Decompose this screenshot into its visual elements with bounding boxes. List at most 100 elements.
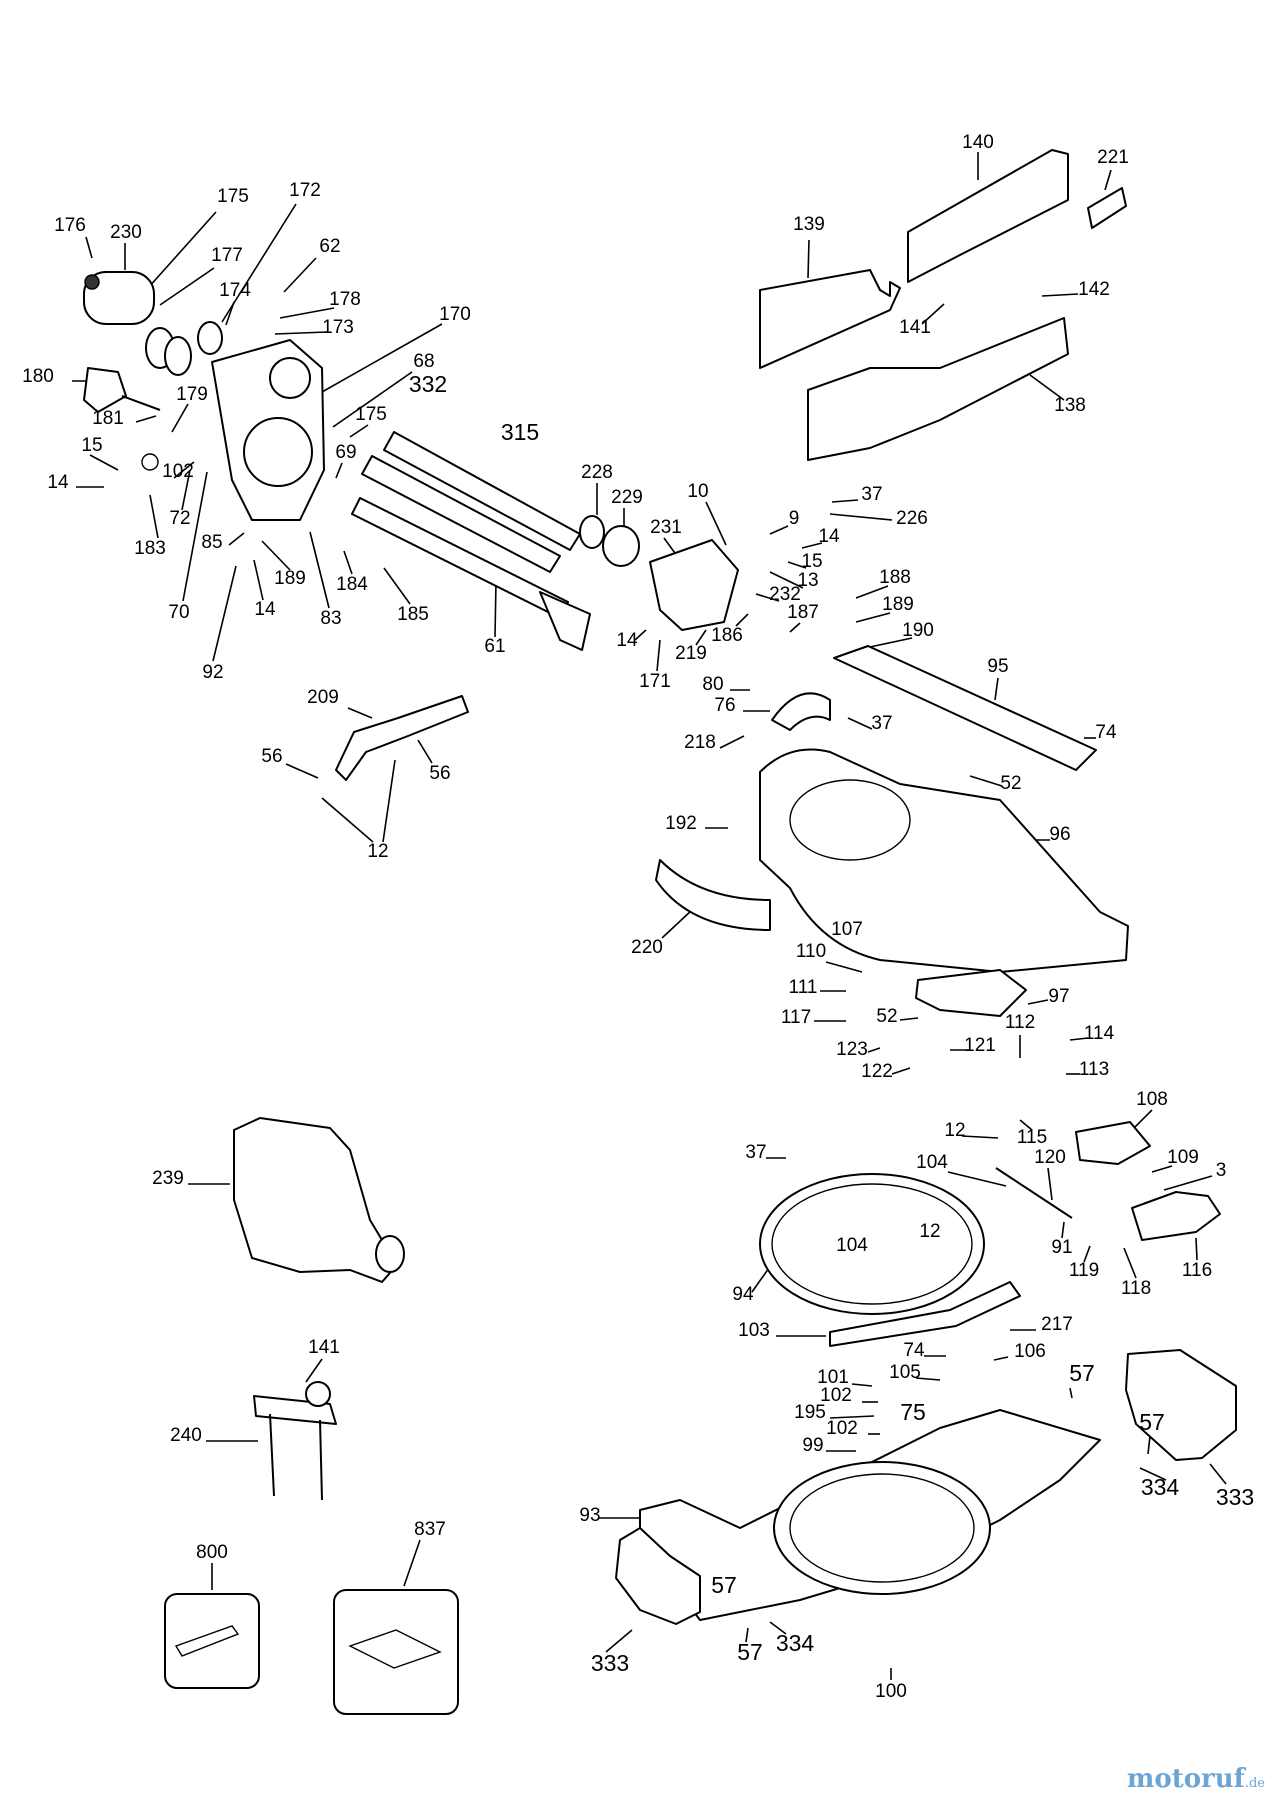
part-label-92: 92 <box>202 662 223 683</box>
part-120-rod-shape <box>995 1167 1073 1219</box>
part-239-dust-bag-shape <box>233 1117 397 1283</box>
part-label-15: 15 <box>801 551 822 572</box>
part-label-187: 187 <box>787 602 819 623</box>
part-label-61: 61 <box>484 636 505 657</box>
part-label-232: 232 <box>769 584 801 605</box>
part-label-175: 175 <box>217 186 249 207</box>
part-837-tray-shape <box>348 1629 442 1669</box>
part-label-121: 121 <box>964 1035 996 1056</box>
part-label-75: 75 <box>900 1399 926 1425</box>
part-label-12: 12 <box>919 1221 940 1242</box>
part-209-shape <box>335 695 469 781</box>
part-label-177: 177 <box>211 245 243 266</box>
gear-housing-shape <box>269 357 311 399</box>
part-229-shape <box>602 525 640 567</box>
part-label-123: 123 <box>836 1039 868 1060</box>
part-label-112: 112 <box>1005 1012 1035 1033</box>
part-label-117: 117 <box>781 1007 811 1028</box>
part-label-110: 110 <box>796 941 826 962</box>
part-label-114: 114 <box>1084 1023 1115 1044</box>
part-label-12: 12 <box>367 841 388 862</box>
blade-opening-shape <box>789 779 911 861</box>
part-220-shape <box>655 859 771 931</box>
part-label-10: 10 <box>687 481 708 502</box>
bag-neck-shape <box>375 1235 405 1273</box>
part-176-shape <box>84 274 100 290</box>
part-label-190: 190 <box>902 620 934 641</box>
part-label-97: 97 <box>1048 986 1069 1007</box>
part-label-173: 173 <box>322 317 354 338</box>
part-95-shape <box>833 645 1097 771</box>
part-174-shape <box>197 321 223 355</box>
seal-shape <box>164 336 192 376</box>
part-label-180: 180 <box>22 366 54 387</box>
part-label-109: 109 <box>1167 1147 1199 1168</box>
part-label-91: 91 <box>1051 1237 1072 1258</box>
part-label-3: 3 <box>1216 1160 1227 1181</box>
part-label-105: 105 <box>889 1362 921 1383</box>
part-label-104: 104 <box>836 1235 868 1256</box>
part-label-93: 93 <box>579 1505 600 1526</box>
turntable-inner-shape <box>789 1473 975 1583</box>
part-label-9: 9 <box>789 508 800 529</box>
part-label-179: 179 <box>176 384 208 405</box>
part-label-142: 142 <box>1078 279 1110 300</box>
part-label-218: 218 <box>684 732 716 753</box>
part-label-116: 116 <box>1182 1260 1212 1281</box>
watermark: motoruf.de <box>1127 1764 1265 1794</box>
part-label-186: 186 <box>711 625 743 646</box>
clamp-screw-shape <box>269 1413 275 1497</box>
part-label-108: 108 <box>1136 1089 1168 1110</box>
part-label-56: 56 <box>429 763 450 784</box>
part-333-foot-right-shape <box>1125 1349 1237 1461</box>
part-103-plate-shape <box>829 1281 1021 1347</box>
part-61-guard-shape <box>539 591 591 651</box>
part-96-shape <box>759 748 1129 973</box>
part-label-184: 184 <box>336 574 368 595</box>
part-231-shape <box>649 539 739 631</box>
part-139-shape <box>759 269 901 369</box>
part-label-99: 99 <box>802 1435 823 1456</box>
part-label-189: 189 <box>882 594 914 615</box>
part-label-106: 106 <box>1014 1341 1046 1362</box>
part-label-141: 141 <box>899 317 931 338</box>
part-label-183: 183 <box>134 538 166 559</box>
part-label-56: 56 <box>261 746 282 767</box>
part-label-141: 141 <box>308 1337 340 1358</box>
part-label-231: 231 <box>650 517 682 538</box>
part-332-rail-shape <box>361 455 561 573</box>
part-label-76: 76 <box>714 695 735 716</box>
part-116-shape <box>1131 1191 1221 1241</box>
part-label-85: 85 <box>201 532 222 553</box>
part-138-shape <box>807 317 1069 461</box>
part-label-69: 69 <box>335 442 356 463</box>
part-label-52: 52 <box>1000 773 1021 794</box>
part-label-68: 68 <box>413 351 434 372</box>
part-label-332: 332 <box>409 371 447 397</box>
part-label-52: 52 <box>876 1006 897 1027</box>
part-label-95: 95 <box>987 656 1008 677</box>
part-label-209: 209 <box>307 687 339 708</box>
part-800-tool-shape <box>174 1625 240 1657</box>
part-label-57: 57 <box>711 1572 737 1598</box>
part-label-230: 230 <box>110 222 142 243</box>
part-label-12: 12 <box>944 1120 965 1141</box>
part-76-shape <box>771 692 831 731</box>
part-label-83: 83 <box>320 608 341 629</box>
part-333-foot-left-shape <box>615 1527 701 1625</box>
part-label-185: 185 <box>397 604 429 625</box>
part-label-74: 74 <box>1095 722 1117 743</box>
part-141-knob-shape <box>305 1381 331 1407</box>
part-label-188: 188 <box>879 567 911 588</box>
part-label-101: 101 <box>817 1367 849 1388</box>
part-183-shape <box>141 453 159 471</box>
part-label-104: 104 <box>916 1152 948 1173</box>
part-label-15: 15 <box>81 435 102 456</box>
part-label-74: 74 <box>903 1340 925 1361</box>
part-label-100: 100 <box>875 1681 907 1702</box>
part-label-240: 240 <box>170 1425 202 1446</box>
part-221-shape <box>1087 187 1127 229</box>
part-label-333: 333 <box>591 1650 629 1676</box>
part-label-176: 176 <box>54 215 86 236</box>
